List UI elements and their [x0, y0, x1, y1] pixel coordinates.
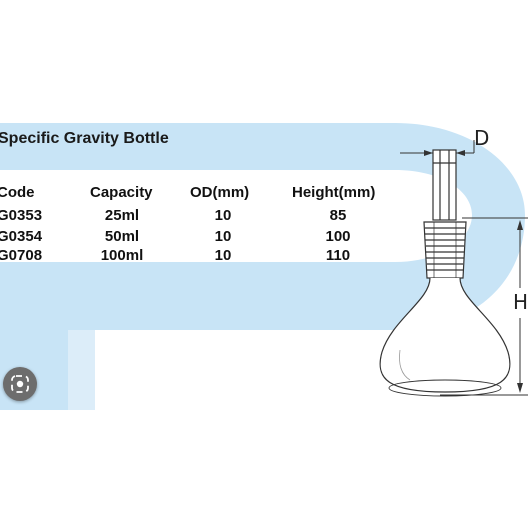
lens-search-button[interactable]	[3, 367, 37, 401]
header-code: Code	[0, 184, 35, 201]
header-od: OD(mm)	[190, 184, 250, 201]
table-cell-height: 110	[325, 247, 351, 264]
page-title: Specific Gravity Bottle	[0, 130, 169, 147]
header-height: Height(mm)	[292, 184, 376, 201]
dimension-h-label: H	[513, 290, 529, 314]
bottle-drawing	[379, 149, 511, 397]
header-capacity: Capacity	[90, 184, 153, 201]
dimension-h	[440, 217, 528, 396]
table-cell-code: G0354	[0, 228, 43, 245]
table-cell-height: 85	[329, 207, 347, 224]
table-cell-od: 10	[214, 207, 232, 224]
table-cell-od: 10	[214, 228, 232, 245]
table-cell-code: G0353	[0, 207, 43, 224]
table-cell-code: G0708	[0, 247, 43, 264]
dimension-d	[400, 140, 475, 156]
table-cell-capacity: 25ml	[104, 207, 140, 224]
lens-search-icon	[11, 375, 29, 393]
dimension-d-label: D	[474, 126, 490, 150]
table-cell-od: 10	[214, 247, 232, 264]
table-cell-capacity: 50ml	[104, 228, 140, 245]
table-cell-capacity: 100ml	[100, 247, 144, 264]
table-cell-height: 100	[325, 228, 351, 245]
